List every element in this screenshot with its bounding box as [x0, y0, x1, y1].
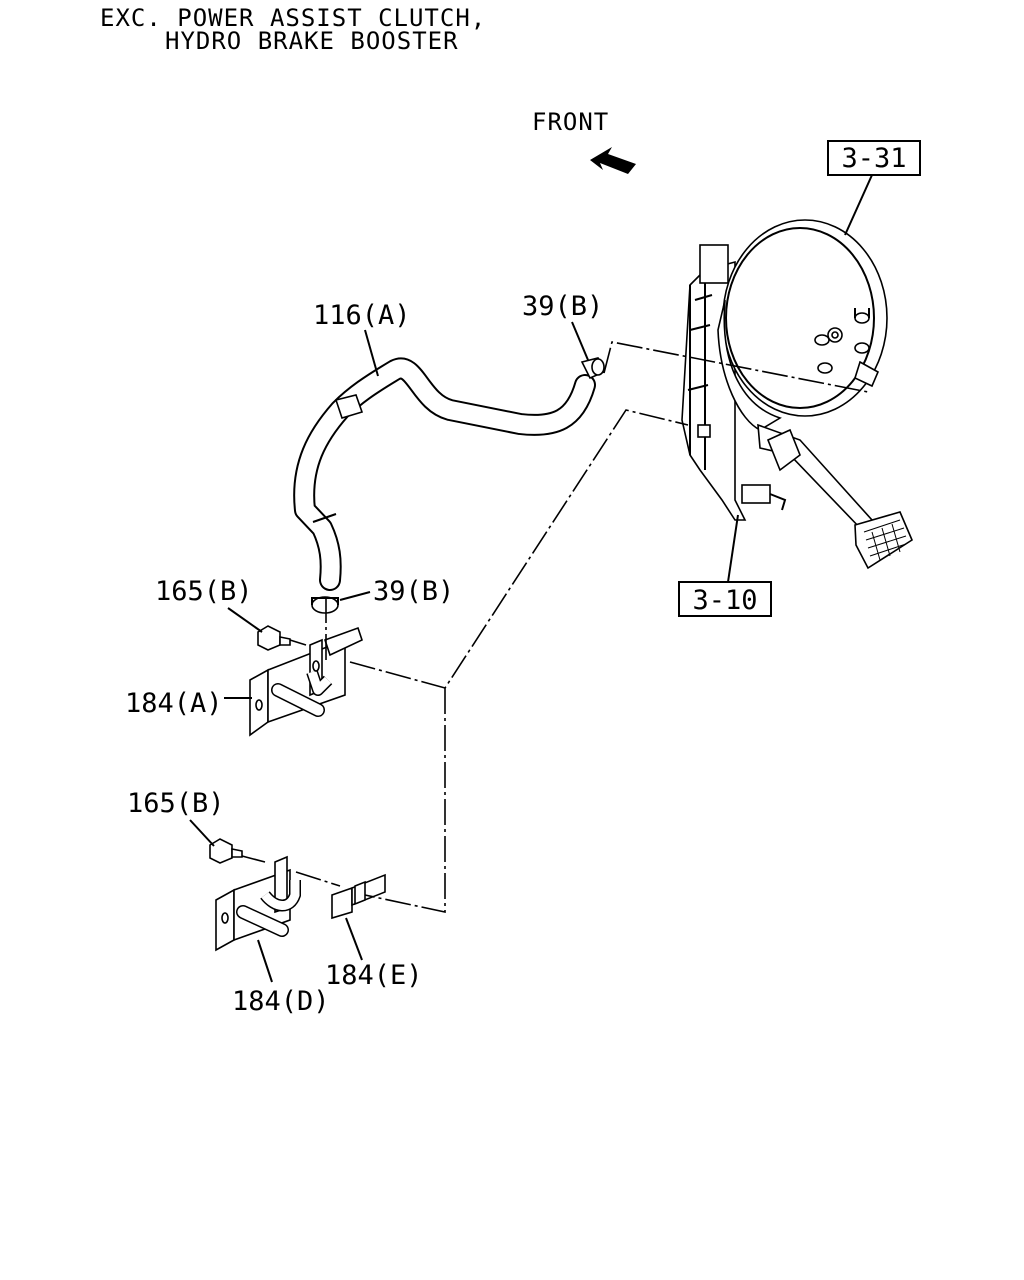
bracket-tab — [699, 244, 729, 284]
header-line-1: EXC. POWER ASSIST CLUTCH, — [100, 4, 486, 32]
bolt-upper — [257, 625, 291, 651]
vacuum-hose — [293, 357, 596, 591]
dash-bracket-a-to-frame — [349, 409, 689, 689]
ref-3-31-label: 3-31 — [841, 143, 906, 174]
callout-39b-mid: 39(B) — [373, 576, 454, 607]
dash-bolt-upper — [289, 639, 307, 646]
callout-165b-upper: 165(B) — [155, 576, 253, 607]
leader-39b-top — [571, 321, 589, 361]
bracket-184d — [215, 855, 301, 952]
front-label: FRONT — [532, 108, 609, 136]
leader-184d — [257, 939, 273, 983]
callout-116a: 116(A) — [313, 300, 411, 331]
leader-165b-lower — [189, 819, 215, 847]
callout-39b-top: 39(B) — [522, 291, 603, 322]
bolt-lower — [209, 838, 243, 864]
callout-165b-lower: 165(B) — [127, 788, 225, 819]
bracket-184e — [331, 873, 386, 920]
callout-184d: 184(D) — [232, 986, 330, 1017]
clip-mid — [311, 596, 339, 614]
dash-bracket-e-to-frame — [364, 688, 446, 913]
booster-studs — [814, 308, 870, 374]
brake-booster-assembly — [681, 219, 914, 570]
callout-184e: 184(E) — [325, 960, 423, 991]
dash-clip-to-booster — [603, 341, 869, 393]
ref-box-3-31 — [827, 140, 921, 176]
arrow-front-icon — [590, 147, 636, 174]
leader-3-31 — [844, 174, 873, 236]
leader-39b-mid — [339, 591, 371, 601]
dash-bolt-lower — [241, 855, 266, 863]
dash-bracket-d-to-e — [295, 871, 341, 887]
leader-116a — [364, 329, 379, 377]
brake-pedal-pad — [854, 511, 914, 570]
leader-165b-upper — [227, 607, 263, 633]
leader-184e — [345, 917, 363, 961]
bracket-184a — [249, 626, 363, 737]
leader-3-10 — [727, 514, 739, 583]
hose-band — [334, 394, 364, 419]
ref-3-10-label: 3-10 — [692, 585, 757, 616]
callout-184a: 184(A) — [125, 688, 223, 719]
header-line-2: HYDRO BRAKE BOOSTER — [165, 27, 459, 55]
ref-box-3-10 — [678, 581, 772, 617]
